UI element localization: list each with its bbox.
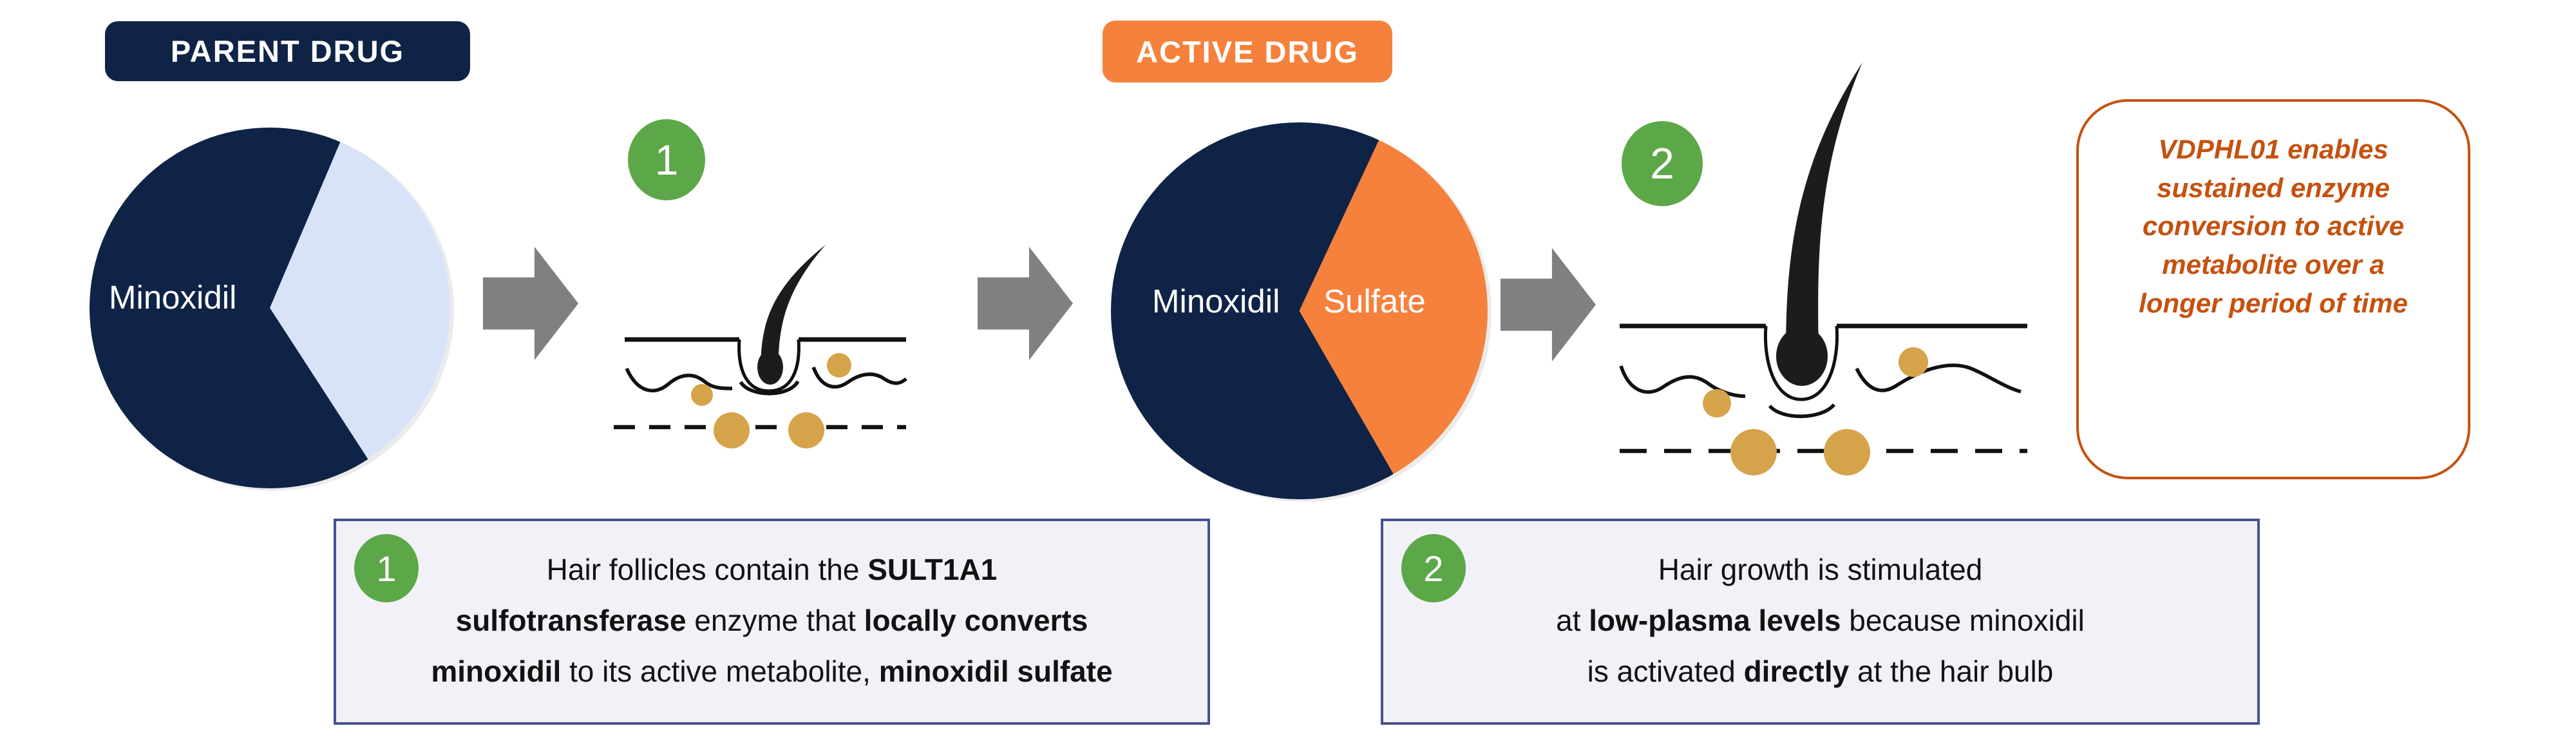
active-drug-badge: ACTIVE DRUG	[1103, 21, 1392, 82]
drug-molecule-dot	[1730, 429, 1777, 475]
step-2-marker: 2	[1401, 534, 1466, 602]
drug-molecule-dot	[1703, 389, 1731, 417]
hair-follicle-short-hair-illustration	[614, 245, 907, 448]
drug-molecule-dot	[827, 353, 851, 378]
drug-molecule-dot	[1899, 347, 1928, 377]
step-2-marker: 2	[1622, 121, 1703, 206]
drug-molecule-dot	[788, 412, 824, 448]
active-drug-pie: Minoxidil Sulfate	[1111, 122, 1488, 499]
hair-follicle-long-hair-illustration	[1619, 62, 2027, 475]
drug-molecule-dot	[691, 384, 713, 406]
arrow-right-icon	[978, 247, 1073, 360]
step-1-marker: 1	[628, 119, 705, 200]
parent-drug-badge: PARENT DRUG	[105, 21, 470, 81]
pie-label-minoxidil: Minoxidil	[109, 279, 237, 316]
vdphl01-note-text: VDPHL01 enables sustained enzyme convers…	[2139, 134, 2408, 318]
arrow-right-icon	[483, 247, 578, 360]
vdphl01-note-box: VDPHL01 enables sustained enzyme convers…	[2076, 99, 2470, 479]
step-1-marker: 1	[354, 534, 419, 602]
pie-label-sulfate: Sulfate	[1323, 283, 1426, 320]
arrow-right-icon	[1501, 248, 1596, 361]
drug-molecule-dot	[714, 412, 750, 448]
parent-drug-pie: Minoxidil	[90, 128, 450, 488]
drug-molecule-dot	[1824, 429, 1870, 475]
pie-label-minoxidil: Minoxidil	[1152, 283, 1280, 320]
